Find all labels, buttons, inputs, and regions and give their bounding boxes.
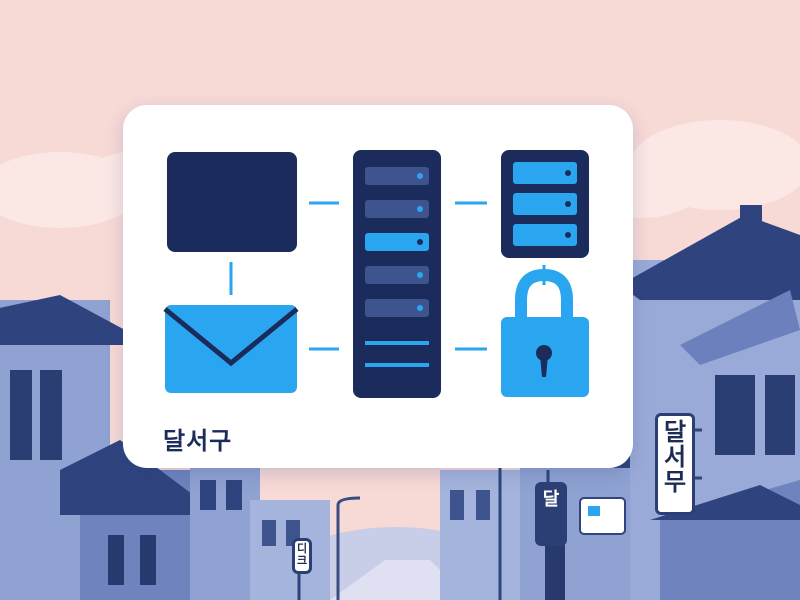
street-lamp <box>336 496 361 600</box>
network-diagram <box>163 150 589 398</box>
network-diagram-card: 달서구 <box>123 105 633 468</box>
server-rack-icon <box>353 150 441 398</box>
district-label: 달서구 <box>163 427 233 455</box>
street-sign-left: 디크 <box>292 538 312 574</box>
building-left-near <box>190 460 330 600</box>
street-sign-right: 달서무 <box>655 413 695 515</box>
connector-lines <box>229 201 546 351</box>
road <box>330 560 470 600</box>
database-icon <box>501 150 589 258</box>
building-right-near <box>440 470 520 600</box>
building-right-far <box>620 205 800 600</box>
lock-icon <box>501 268 589 397</box>
building-left-mid <box>60 440 200 600</box>
monitor-icon <box>167 152 297 252</box>
street-sign-middle: 달 <box>535 482 567 546</box>
email-icon <box>163 305 299 393</box>
